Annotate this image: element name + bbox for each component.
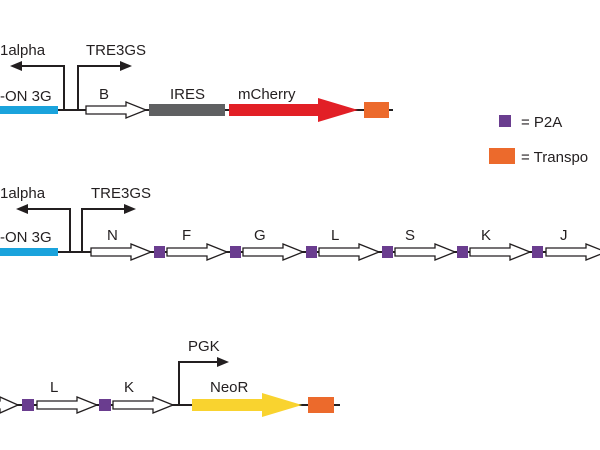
gene-l-arrow [318,243,381,261]
gene-l-label: L [331,227,339,244]
gene-j-arrow [545,243,600,261]
p2a-box [532,246,543,258]
ires-label: IRES [170,86,205,103]
tre3gs-label: TRE3GS [86,42,146,59]
p2a-box [457,246,468,258]
mcherry-label: mCherry [238,86,296,103]
tre3gs-arrowhead [120,61,132,71]
gene-b-arrow [85,101,148,119]
p2a-box [230,246,241,258]
rtta-label: -ON 3G [0,229,52,246]
tre3gs-promoter-arrow [77,65,124,110]
gene-g-arrow [242,243,305,261]
pgk-promoter-arrow [178,361,221,405]
pgk-label: PGK [188,338,220,355]
construct-3: L K PGK NeoR [0,338,340,417]
tre3gs-promoter-arrow [81,208,128,252]
p2a-box [99,399,111,411]
neor-arrow [192,393,302,417]
p2a-box [22,399,34,411]
gene-k-arrow [112,396,175,414]
gene-n-label: N [107,227,118,244]
gene-s-arrow [394,243,457,261]
ef1a-promoter-arrow [18,65,65,110]
pgk-arrowhead [217,357,229,367]
gene-b-label: B [99,86,109,103]
ef1a-label: 1alpha [0,185,46,202]
legend-transposon-swatch [489,148,515,164]
ef1a-label: 1alpha [0,42,46,59]
gene-f-arrow [166,243,229,261]
gene-n-arrow [90,243,153,261]
legend-p2a-label: = P2A [521,114,562,131]
ires-segment [149,104,225,116]
rtta-on-3g-segment [0,248,58,256]
p2a-box [154,246,165,258]
p2a-box [382,246,393,258]
legend: = P2A = Transpo [489,114,588,166]
gene-j-label: J [560,227,568,244]
neor-label: NeoR [210,379,249,396]
gene-g-label: G [254,227,266,244]
gene-s-label: S [405,227,415,244]
gene-l-arrow [36,396,99,414]
legend-transposon-label: = Transpo [521,149,588,166]
rtta-label: -ON 3G [0,88,52,105]
legend-p2a-swatch [499,115,511,127]
gene-f-label: F [182,227,191,244]
ef1a-promoter-arrow [24,208,71,252]
construct-2: -ON 3G 1alpha TRE3GS N F G L S K J [0,185,600,261]
tre3gs-label: TRE3GS [91,185,151,202]
tre3gs-arrowhead [124,204,136,214]
gene-partial-arrow [0,396,20,414]
rtta-on-3g-segment [0,106,58,114]
ef1a-arrowhead [16,204,28,214]
gene-k-arrow [469,243,532,261]
construct-1: -ON 3G 1alpha TRE3GS B IRES mCherry [0,42,393,122]
mcherry-arrow [229,98,358,122]
transposon-box [308,397,334,413]
gene-k-label: K [124,379,134,396]
p2a-box [306,246,317,258]
transposon-box [364,102,389,118]
gene-k-label: K [481,227,491,244]
ef1a-arrowhead [10,61,22,71]
gene-l-label: L [50,379,58,396]
